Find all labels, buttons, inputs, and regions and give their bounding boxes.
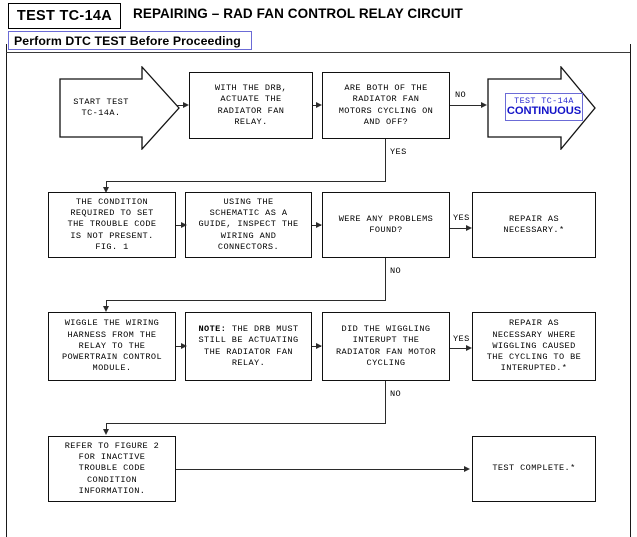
edge-actuate-to-decision bbox=[313, 105, 318, 106]
edge-interrupt-no-v1 bbox=[385, 381, 386, 423]
node-refer-figure2-label: REFER TO FIGURE 2 FOR INACTIVE TROUBLE C… bbox=[64, 440, 160, 496]
node-start: START TEST TC-14A. bbox=[59, 66, 181, 150]
node-test-complete-label: TEST COMPLETE.* bbox=[492, 463, 576, 474]
header-divider-rule bbox=[6, 52, 630, 53]
arrowhead-decision1-no bbox=[481, 102, 487, 108]
edge-cond-to-inspect bbox=[176, 225, 185, 226]
node-both-cycling: ARE BOTH OF THE RADIATOR FAN MOTORS CYCL… bbox=[322, 72, 450, 139]
arrowhead-cond-to-inspect bbox=[181, 222, 187, 228]
edge-problems-no-v1 bbox=[385, 258, 386, 300]
edge-refer-to-complete bbox=[176, 469, 468, 470]
edge-problems-no-v2 bbox=[106, 300, 107, 309]
arrowhead-interrupt-no bbox=[103, 429, 109, 435]
dtc-notice-label: Perform DTC TEST Before Proceeding bbox=[14, 33, 241, 48]
arrowhead-start-to-actuate bbox=[183, 102, 189, 108]
arrowhead-refer-to-complete bbox=[464, 466, 470, 472]
page-title: REPAIRING – RAD FAN CONTROL RELAY CIRCUI… bbox=[133, 6, 463, 21]
edge-decision1-yes-h bbox=[106, 181, 386, 182]
arrowhead-problems-no bbox=[103, 306, 109, 312]
edge-decision1-yes-v1 bbox=[385, 139, 386, 181]
page-border-right bbox=[630, 44, 631, 537]
edge-label-no-1: NO bbox=[455, 90, 467, 100]
node-note-drb-label: THE DRB MUST STILL BE ACTUATING THE RADI… bbox=[198, 324, 299, 368]
node-test-complete: TEST COMPLETE.* bbox=[472, 436, 596, 502]
node-condition-not-present: THE CONDITION REQUIRED TO SET THE TROUBL… bbox=[48, 192, 176, 258]
edge-label-no-3: NO bbox=[390, 389, 402, 399]
node-repair-wiggling: REPAIR AS NECESSARY WHERE WIGGLING CAUSE… bbox=[472, 312, 596, 381]
edge-label-yes-3: YES bbox=[453, 334, 470, 344]
edge-problems-yes bbox=[450, 228, 470, 229]
node-repair-necessary-label: REPAIR AS NECESSARY.* bbox=[503, 213, 565, 235]
node-continuous: TEST TC-14A CONTINUOUS bbox=[487, 66, 597, 150]
node-refer-figure2: REFER TO FIGURE 2 FOR INACTIVE TROUBLE C… bbox=[48, 436, 176, 502]
edge-label-no-2: NO bbox=[390, 266, 402, 276]
edge-interrupt-yes bbox=[450, 348, 470, 349]
test-id-box: TEST TC-14A bbox=[8, 3, 121, 29]
node-repair-necessary: REPAIR AS NECESSARY.* bbox=[472, 192, 596, 258]
arrowhead-problems-yes bbox=[466, 225, 472, 231]
node-repair-wiggling-label: REPAIR AS NECESSARY WHERE WIGGLING CAUSE… bbox=[486, 318, 582, 374]
node-problems-found: WERE ANY PROBLEMS FOUND? bbox=[322, 192, 450, 258]
arrowhead-interrupt-yes bbox=[466, 345, 472, 351]
edge-decision1-no bbox=[450, 105, 483, 106]
arrowhead-inspect-to-problems bbox=[316, 222, 322, 228]
link-test-tc14a-continuous[interactable]: TEST TC-14A CONTINUOUS bbox=[505, 93, 583, 121]
edge-problems-no-h bbox=[106, 300, 386, 301]
arrowhead-actuate-to-decision bbox=[316, 102, 322, 108]
node-wiggle-harness-label: WIGGLE THE WIRING HARNESS FROM THE RELAY… bbox=[61, 318, 163, 374]
node-wiggle-harness: WIGGLE THE WIRING HARNESS FROM THE RELAY… bbox=[48, 312, 176, 381]
arrowhead-decision1-yes bbox=[103, 187, 109, 193]
edge-wiggle-to-note bbox=[176, 346, 185, 347]
edge-label-yes-1: YES bbox=[390, 147, 407, 157]
link-line-2: CONTINUOUS bbox=[506, 104, 582, 117]
node-actuate: WITH THE DRB, ACTUATE THE RADIATOR FAN R… bbox=[189, 72, 313, 139]
edge-decision1-yes-v2 bbox=[106, 181, 107, 190]
node-actuate-label: WITH THE DRB, ACTUATE THE RADIATOR FAN R… bbox=[214, 83, 288, 127]
node-wiggling-interrupt: DID THE WIGGLING INTERUPT THE RADIATOR F… bbox=[322, 312, 450, 381]
edge-start-to-actuate bbox=[176, 105, 185, 106]
node-wiggling-interrupt-label: DID THE WIGGLING INTERUPT THE RADIATOR F… bbox=[335, 324, 437, 368]
node-note-drb: NOTE: THE DRB MUST STILL BE ACTUATING TH… bbox=[185, 312, 312, 381]
node-both-cycling-label: ARE BOTH OF THE RADIATOR FAN MOTORS CYCL… bbox=[338, 83, 434, 127]
dtc-notice-box[interactable]: Perform DTC TEST Before Proceeding bbox=[8, 31, 252, 50]
node-inspect-wiring: USING THE SCHEMATIC AS A GUIDE, INSPECT … bbox=[185, 192, 312, 258]
edge-interrupt-no-h bbox=[106, 423, 386, 424]
test-id-label: TEST TC-14A bbox=[16, 8, 113, 24]
node-problems-found-label: WERE ANY PROBLEMS FOUND? bbox=[338, 213, 434, 235]
node-inspect-wiring-label: USING THE SCHEMATIC AS A GUIDE, INSPECT … bbox=[198, 196, 299, 252]
arrowhead-note-to-interrupt bbox=[316, 343, 322, 349]
link-line-1: TEST TC-14A bbox=[514, 96, 574, 106]
edge-interrupt-no-v2 bbox=[106, 423, 107, 432]
edge-label-yes-2: YES bbox=[453, 213, 470, 223]
arrowhead-wiggle-to-note bbox=[181, 343, 187, 349]
page-border-left bbox=[6, 44, 7, 537]
node-condition-not-present-label: THE CONDITION REQUIRED TO SET THE TROUBL… bbox=[67, 196, 157, 252]
note-label: NOTE: bbox=[198, 324, 227, 335]
